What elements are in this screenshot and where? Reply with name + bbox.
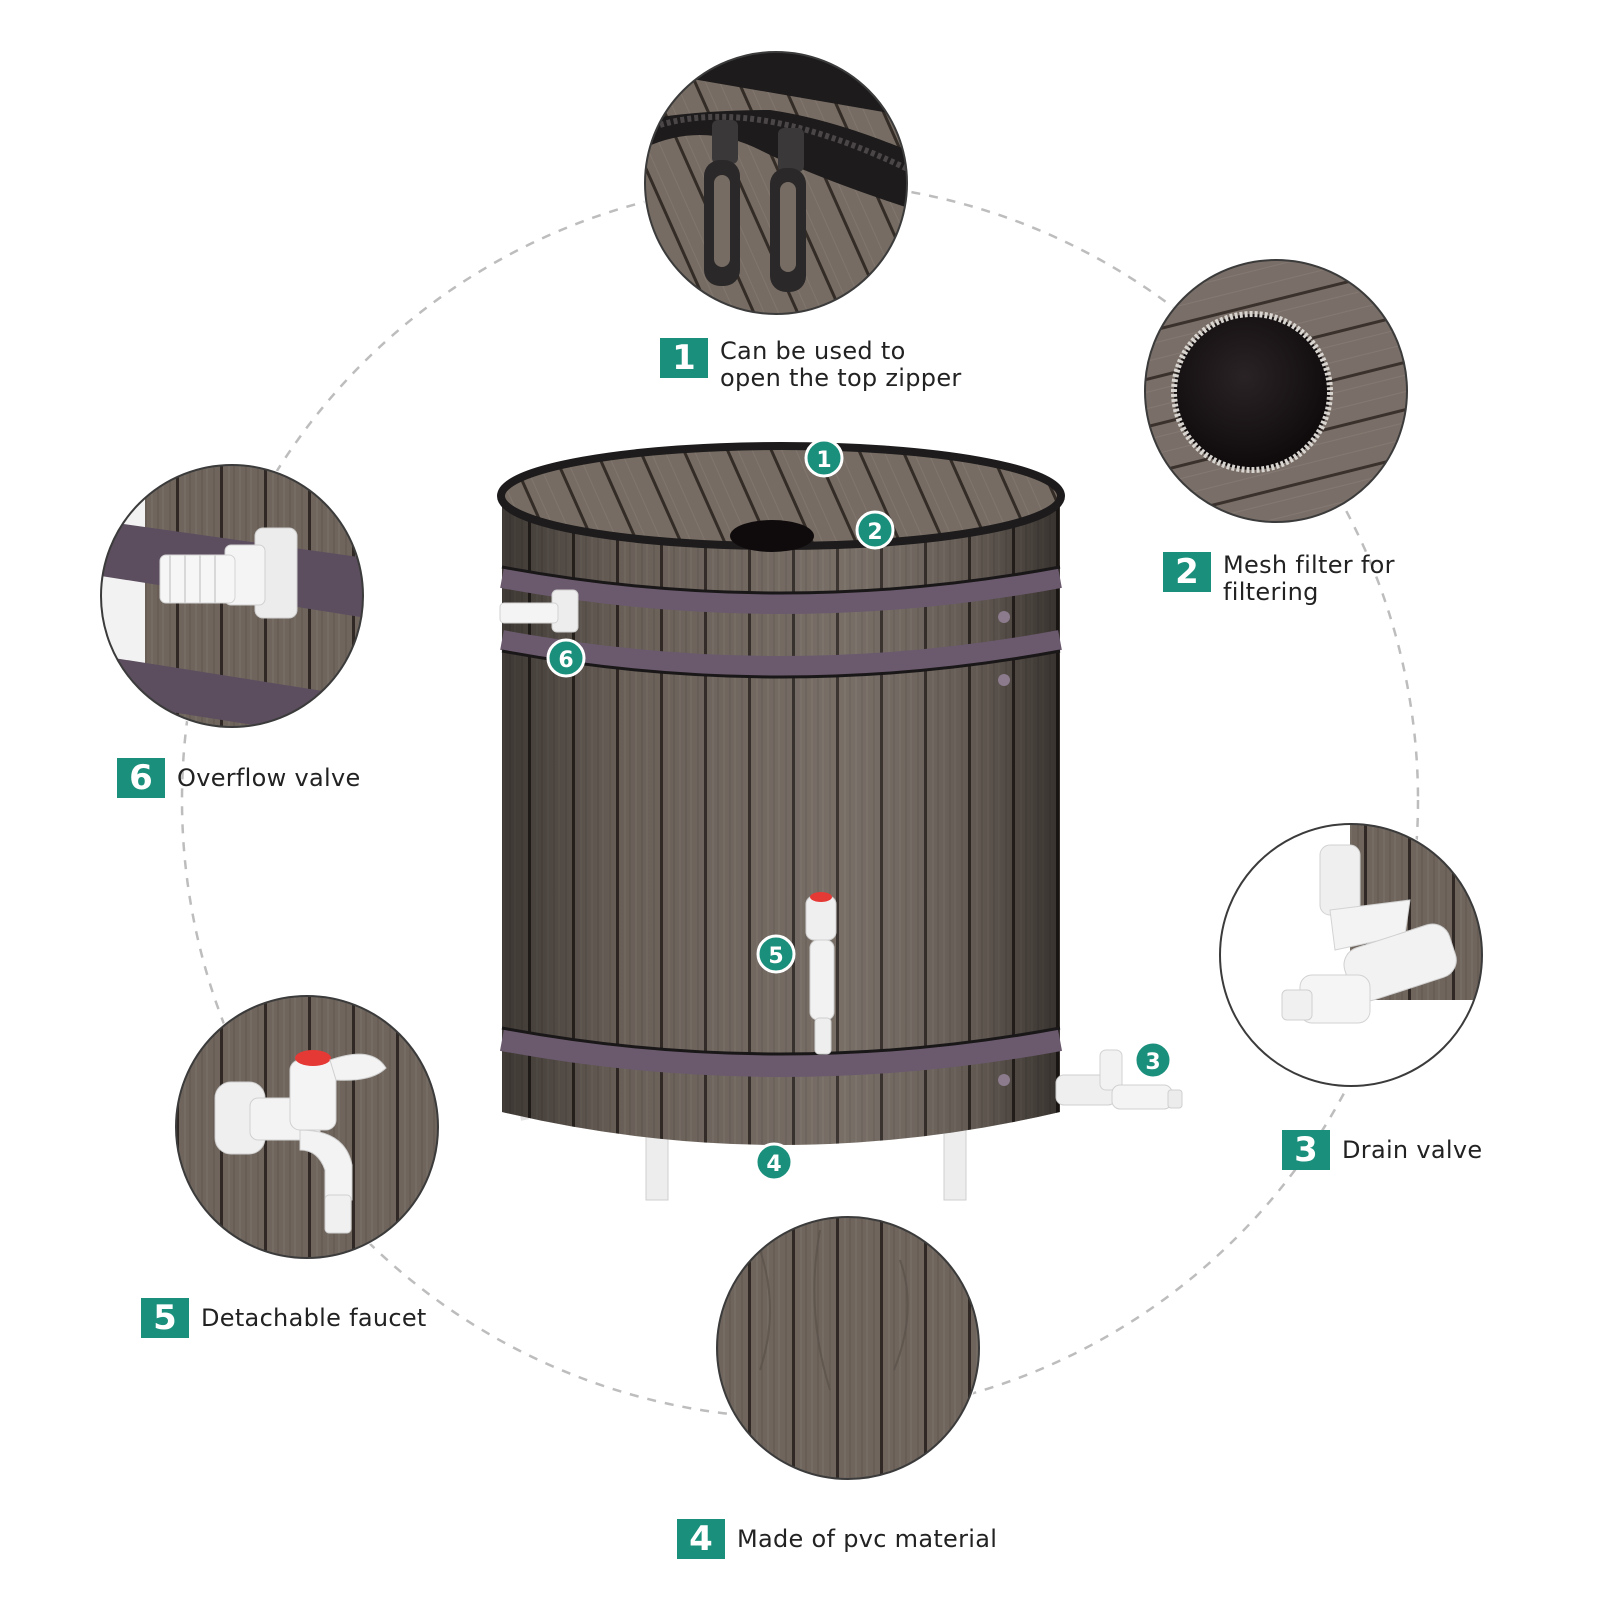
marker-2: 2	[855, 510, 895, 550]
feature-number-badge-6: 6	[117, 758, 165, 798]
detail-zipper-image	[643, 50, 909, 316]
feature-text-5: Detachable faucet	[201, 1304, 427, 1332]
marker-1: 1	[804, 438, 844, 478]
barrel-faucet-icon	[805, 892, 837, 1055]
feature-text-line: Can be used to	[720, 337, 906, 365]
feature-text-3: Drain valve	[1342, 1136, 1483, 1164]
faucet-icon	[214, 1050, 387, 1234]
marker-4: 4	[754, 1142, 794, 1182]
svg-text:3: 3	[1145, 1050, 1160, 1075]
detail-overflow-valve-image	[99, 463, 365, 729]
detail-pvc-material-image	[715, 1215, 981, 1481]
lid-mesh-opening-icon	[730, 520, 814, 552]
feature-label-3: 3 Drain valve	[1282, 1130, 1482, 1170]
feature-label-1: 1 Can be used to open the top zipper	[660, 338, 962, 392]
barrel-overflow-valve-icon	[499, 589, 579, 633]
feature-number-badge-2: 2	[1163, 552, 1211, 592]
feature-number-badge-5: 5	[141, 1298, 189, 1338]
rain-barrel-image	[497, 442, 1183, 1201]
feature-text-line: open the top zipper	[720, 364, 962, 392]
overflow-fitting-icon	[159, 527, 298, 619]
feature-label-2: 2 Mesh filter for filtering	[1163, 552, 1395, 606]
mesh-filter-icon	[1171, 311, 1333, 473]
marker-6: 6	[546, 638, 586, 678]
feature-label-5: 5 Detachable faucet	[141, 1298, 427, 1338]
feature-number-badge-3: 3	[1282, 1130, 1330, 1170]
detail-mesh-filter-image	[1143, 258, 1409, 524]
marker-5: 5	[756, 934, 796, 974]
dashed-connector-ring	[180, 180, 1420, 1420]
svg-text:1: 1	[816, 448, 831, 473]
svg-text:4: 4	[766, 1152, 781, 1177]
feature-label-4: 4 Made of pvc material	[677, 1519, 997, 1559]
feature-text-line: filtering	[1223, 578, 1319, 606]
feature-number-badge-1: 1	[660, 338, 708, 378]
feature-text-2: Mesh filter for filtering	[1223, 552, 1395, 606]
feature-text-1: Can be used to open the top zipper	[720, 338, 962, 392]
detail-faucet-image	[174, 994, 440, 1260]
svg-text:6: 6	[558, 648, 573, 673]
zipper-pull-right-icon	[770, 128, 806, 292]
marker-3: 3	[1133, 1040, 1173, 1080]
feature-number-badge-4: 4	[677, 1519, 725, 1559]
zipper-pull-left-icon	[704, 120, 740, 286]
feature-label-6: 6 Overflow valve	[117, 758, 361, 798]
feature-text-4: Made of pvc material	[737, 1525, 998, 1553]
detail-drain-valve-image	[1218, 822, 1484, 1088]
barrel-drain-valve-icon	[1055, 1049, 1183, 1110]
svg-text:2: 2	[867, 520, 882, 545]
svg-text:5: 5	[768, 944, 783, 969]
drain-valve-icon	[1281, 844, 1457, 1024]
feature-text-6: Overflow valve	[177, 764, 361, 792]
feature-text-line: Mesh filter for	[1223, 551, 1395, 579]
